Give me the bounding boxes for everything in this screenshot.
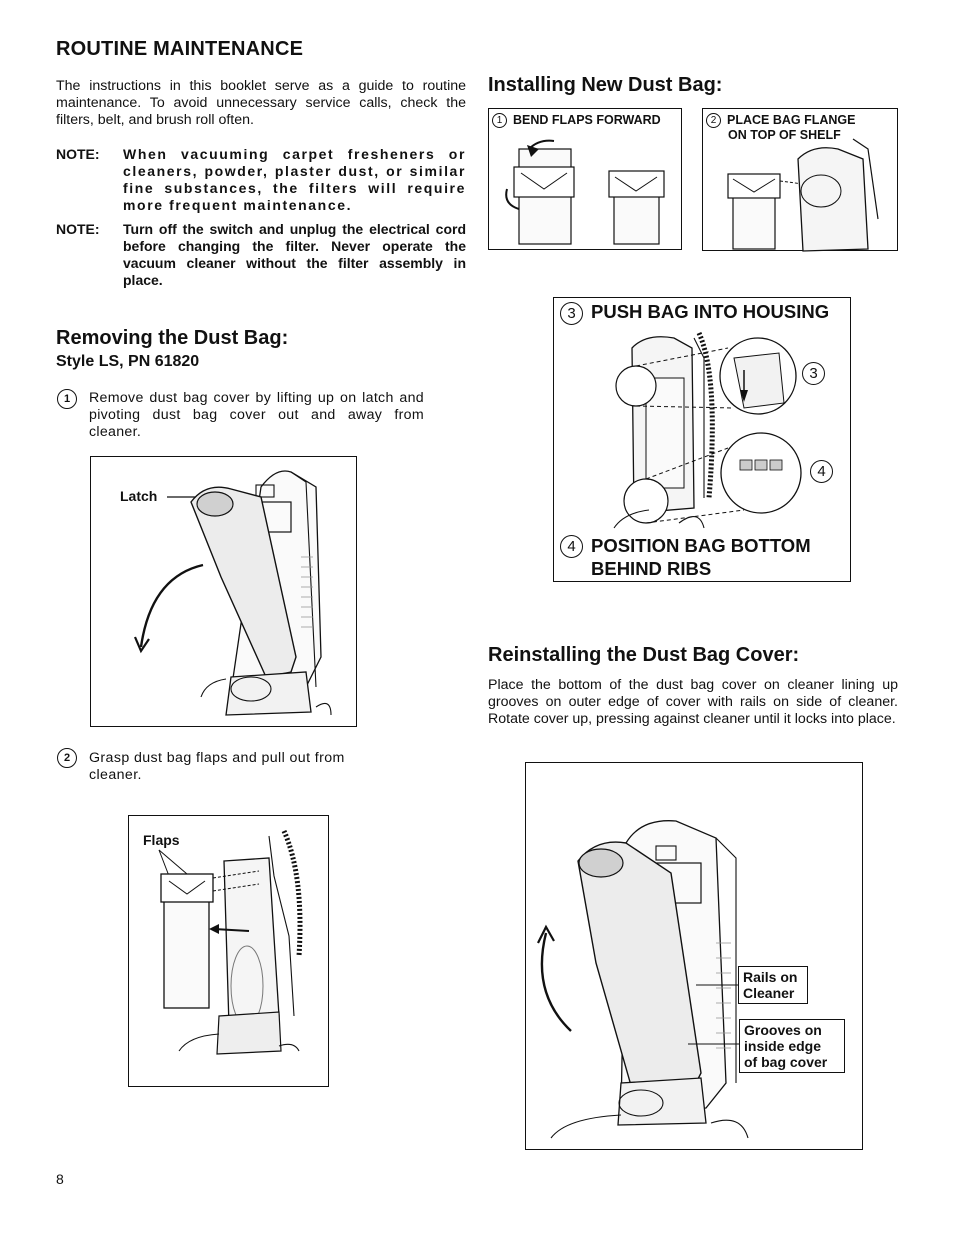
callout-grooves-line3: of bag cover: [744, 1054, 828, 1070]
panel-4-line1: POSITION BAG BOTTOM: [591, 535, 811, 556]
panel-push-bag: 3 PUSH BAG INTO HOUSING 4 POSITION BAG B…: [553, 297, 851, 582]
page-title: ROUTINE MAINTENANCE: [56, 38, 304, 60]
note-2-label: NOTE:: [56, 221, 100, 237]
note-2-text: Turn off the switch and unplug the elect…: [123, 221, 466, 288]
callout-grooves: Grooves on inside edge of bag cover: [739, 1019, 845, 1073]
callout-grooves-line2: inside edge: [744, 1038, 822, 1054]
panel-3-caption: PUSH BAG INTO HOUSING: [591, 301, 830, 322]
step-1-number: 1: [57, 389, 77, 409]
note-1-label: NOTE:: [56, 146, 100, 162]
panel-bend-flaps: 1 BEND FLAPS FORWARD: [488, 108, 682, 250]
reinstall-cover-illustration: [537, 820, 749, 1139]
panel-4-line2: BEHIND RIBS: [591, 558, 712, 579]
note-1-text: When vacuuming carpet fresheners or clea…: [123, 146, 466, 213]
panel-3-number: 3: [560, 302, 583, 325]
step-2-text: Grasp dust bag flaps and pull out from c…: [89, 750, 345, 783]
installing-heading: Installing New Dust Bag:: [488, 74, 723, 96]
panel-4-caption: POSITION BAG BOTTOM BEHIND RIBS: [591, 534, 811, 580]
removing-heading: Removing the Dust Bag:: [56, 327, 289, 349]
panel-2-line1: PLACE BAG FLANGE: [727, 113, 856, 127]
note-2: NOTE: Turn off the switch and unplug the…: [56, 221, 466, 289]
callout-rails: Rails on Cleaner: [738, 966, 808, 1004]
reinstalling-text: Place the bottom of the dust bag cover o…: [488, 677, 898, 727]
latch-label: Latch: [120, 488, 158, 504]
push-bag-illustration: [613, 331, 802, 529]
panel-4-number: 4: [560, 535, 583, 558]
panel-1-number: 1: [492, 113, 507, 128]
vacuum-cover-illustration: [133, 470, 332, 716]
callout-rails-line2: Cleaner: [743, 985, 795, 1001]
step-1-text: Remove dust bag cover by lifting up on l…: [89, 390, 424, 440]
figure-remove-cover: Latch: [90, 456, 357, 727]
note-1: NOTE: When vacuuming carpet fresheners o…: [56, 146, 466, 214]
panel-1-caption: 1 BEND FLAPS FORWARD: [492, 113, 661, 128]
page-number: 8: [56, 1171, 64, 1187]
flaps-label: Flaps: [143, 832, 180, 848]
place-flange-illustration: [727, 138, 879, 252]
detail-4-number: 4: [810, 460, 833, 483]
step-2-number: 2: [57, 748, 77, 768]
figure-remove-bag: Flaps: [128, 815, 329, 1087]
reinstalling-heading: Reinstalling the Dust Bag Cover:: [488, 644, 800, 666]
figure-reinstall-cover: Rails on Cleaner Grooves on inside edge …: [525, 762, 863, 1150]
bend-flaps-illustration: [505, 139, 665, 245]
vacuum-bag-illustration: [158, 829, 303, 1055]
callout-grooves-line1: Grooves on: [744, 1022, 822, 1038]
removing-subheading: Style LS, PN 61820: [56, 353, 200, 370]
intro-paragraph: The instructions in this booklet serve a…: [56, 78, 466, 128]
panel-2-line2: ON TOP OF SHELF: [728, 128, 841, 142]
panel-1-text: BEND FLAPS FORWARD: [513, 113, 661, 127]
callout-rails-line1: Rails on: [743, 969, 798, 985]
detail-3-number: 3: [802, 362, 825, 385]
